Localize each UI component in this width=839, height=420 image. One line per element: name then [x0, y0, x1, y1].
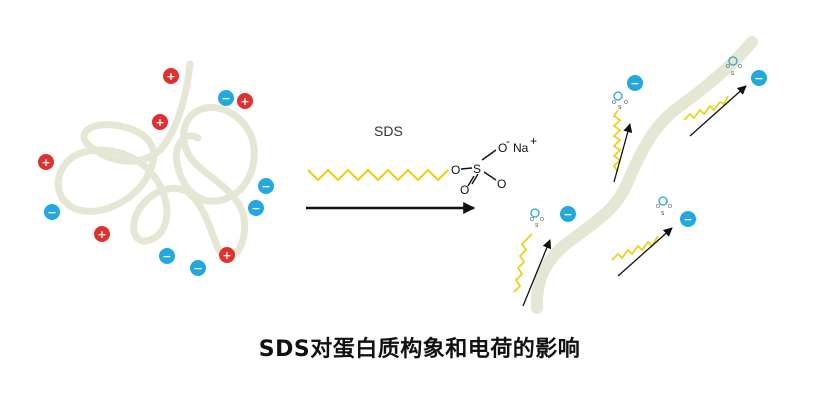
positive-charge: +: [237, 93, 253, 109]
binding-arrow: [522, 239, 552, 307]
svg-text:+: +: [166, 70, 175, 83]
svg-text:−: −: [261, 180, 270, 193]
positive-charge: +: [219, 247, 235, 263]
svg-text:O: O: [451, 163, 460, 177]
svg-text:+: +: [530, 134, 537, 148]
unfolded-protein: O O S − O O S − O O S: [513, 36, 767, 314]
svg-text:O: O: [624, 100, 628, 106]
folded-protein: + + + + + + − −: [38, 60, 274, 276]
svg-text:-: -: [506, 134, 510, 148]
svg-text:−: −: [683, 213, 692, 226]
svg-text:O: O: [540, 217, 544, 223]
svg-text:S: S: [661, 211, 665, 217]
negative-charge: −: [159, 248, 175, 264]
svg-text:+: +: [155, 116, 164, 129]
negative-charge: −: [680, 211, 696, 227]
sds-reagent: SDS O S O - Na + O O: [307, 123, 537, 197]
svg-text:S: S: [731, 71, 735, 77]
bound-sds-3: O O S −: [513, 206, 576, 307]
svg-text:O: O: [738, 64, 742, 70]
svg-text:S: S: [618, 105, 622, 111]
bound-sds-4: O O S −: [611, 196, 696, 277]
positive-charge: +: [152, 114, 168, 130]
svg-text:+: +: [222, 249, 231, 262]
svg-text:−: −: [221, 92, 230, 105]
sds-head-icon: [530, 208, 540, 218]
binding-arrow: [617, 227, 673, 277]
svg-text:S: S: [473, 162, 481, 176]
negative-charge: −: [258, 178, 274, 194]
negative-charge: −: [44, 204, 60, 220]
sds-hydrocarbon-tail: [307, 168, 449, 182]
svg-text:O: O: [612, 100, 616, 106]
protein-strand: [530, 36, 758, 314]
svg-text:O: O: [530, 217, 534, 223]
svg-text:−: −: [47, 206, 56, 219]
svg-text:−: −: [251, 202, 260, 215]
svg-text:−: −: [563, 208, 572, 221]
positive-charge: +: [94, 226, 110, 242]
svg-text:Na: Na: [513, 141, 529, 155]
svg-text:O: O: [460, 183, 469, 197]
svg-text:−: −: [162, 250, 171, 263]
negative-charge: −: [190, 260, 206, 276]
negative-charge: −: [248, 200, 264, 216]
figure-caption: SDS对蛋白质构象和电荷的影响: [258, 337, 581, 362]
negative-charge: −: [751, 70, 767, 86]
negative-charge: −: [560, 206, 576, 222]
sds-head-icon: [728, 56, 738, 66]
sds-head-icon: [613, 91, 623, 101]
positive-charge: +: [163, 68, 179, 84]
svg-text:O: O: [498, 141, 507, 155]
sulfate-head: O S O - Na + O O: [451, 134, 537, 197]
svg-text:+: +: [41, 156, 50, 169]
sds-label: SDS: [374, 123, 403, 139]
sds-tail: [513, 233, 533, 293]
binding-arrow: [613, 123, 633, 183]
negative-charge: −: [218, 90, 234, 106]
sds-tail: [611, 235, 659, 261]
svg-text:O: O: [726, 64, 730, 70]
svg-text:−: −: [754, 72, 763, 85]
svg-text:O: O: [497, 177, 506, 191]
svg-text:O: O: [656, 204, 660, 210]
svg-text:−: −: [193, 262, 202, 275]
svg-text:O: O: [668, 204, 672, 210]
svg-text:−: −: [630, 77, 639, 90]
bound-sds-2: O O S −: [683, 56, 767, 137]
binding-arrow: [689, 85, 747, 137]
bound-sds-1: O O S −: [612, 75, 643, 183]
svg-text:+: +: [240, 95, 249, 108]
sds-head-icon: [658, 196, 668, 206]
svg-text:S: S: [535, 223, 539, 229]
negative-charge: −: [627, 75, 643, 91]
protein-strand: [54, 60, 258, 260]
sds-tail: [683, 95, 729, 121]
svg-text:+: +: [97, 228, 106, 241]
positive-charge: +: [38, 154, 54, 170]
